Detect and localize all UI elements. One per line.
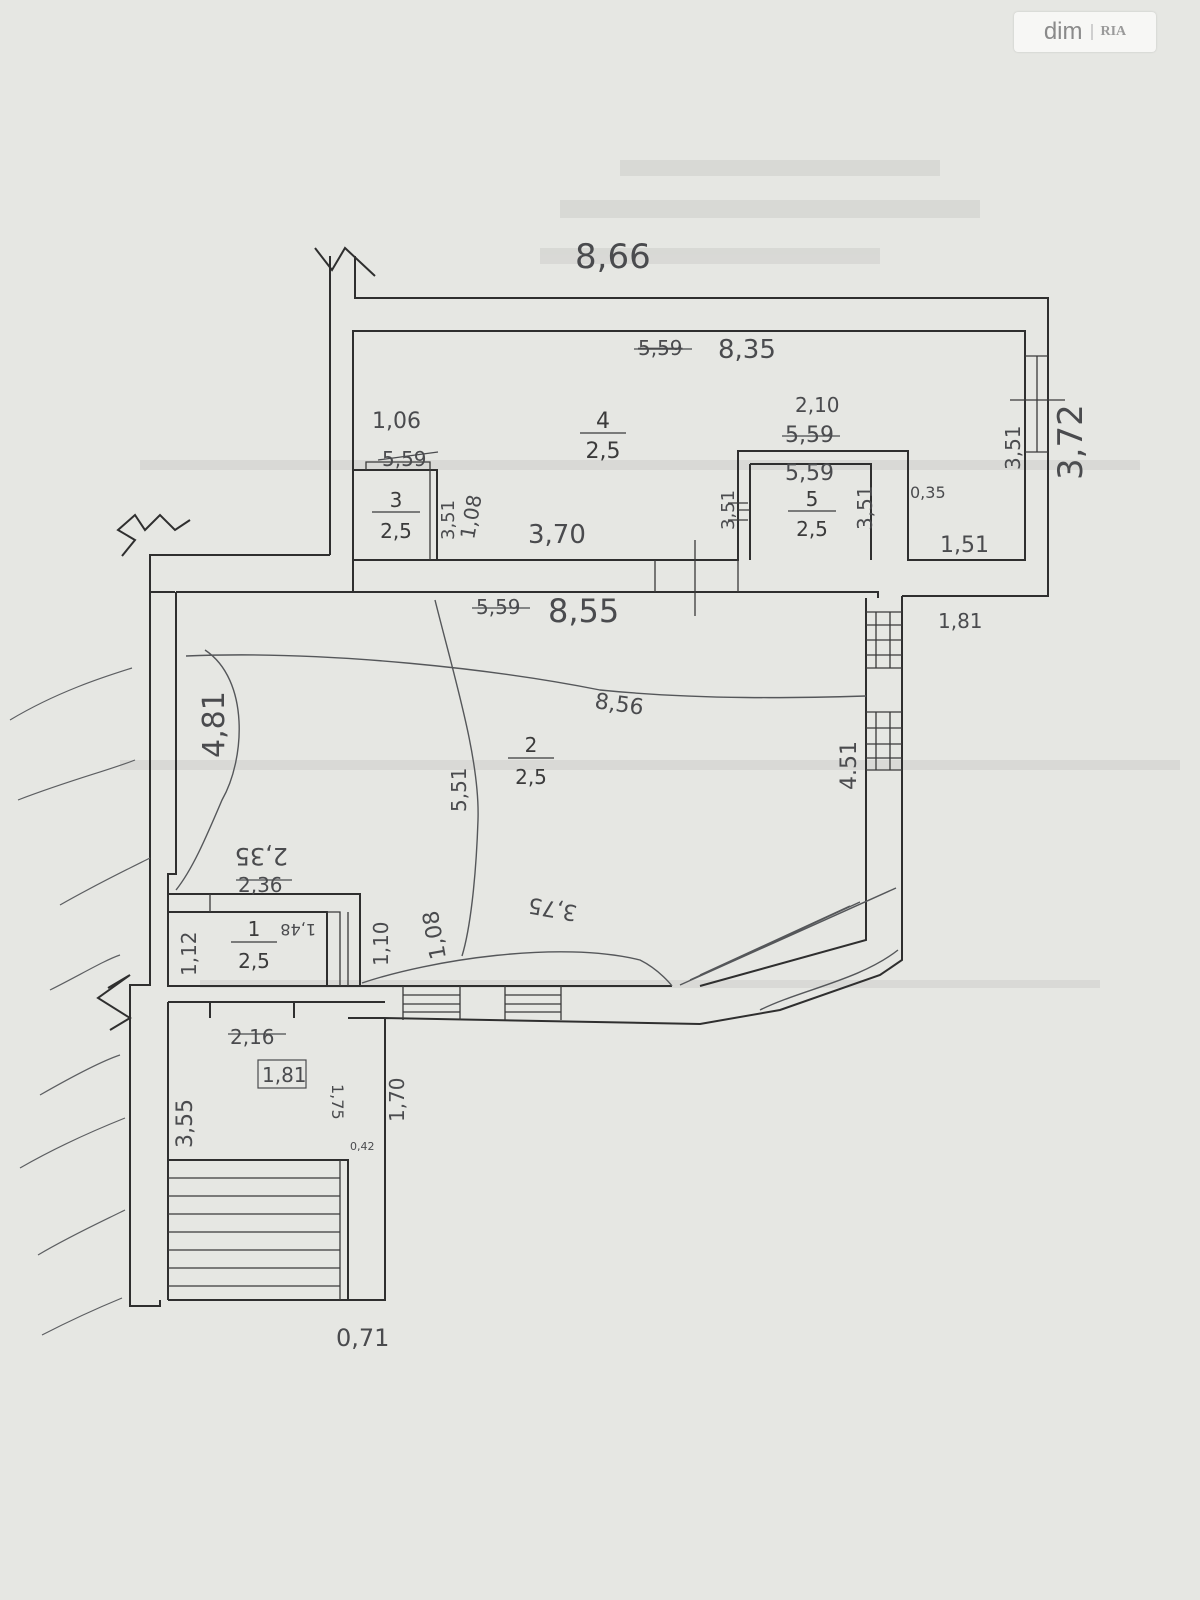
exterior-hatching <box>9 667 151 1336</box>
dim-room2-bottom-diag: 1,08 <box>419 909 452 962</box>
staircase <box>168 1160 341 1300</box>
svg-text:2,5: 2,5 <box>238 949 270 973</box>
wall-upper-inner <box>352 330 1026 561</box>
svg-text:4: 4 <box>596 409 610 434</box>
dim-room4-bottom-right: 1,51 <box>940 533 989 558</box>
dim-outer-right: 3,72 <box>1051 404 1091 480</box>
room2-window-lower <box>866 711 902 771</box>
dim-room3-right-struck: 3,51 <box>438 500 459 540</box>
dim-lower-small: 0,42 <box>350 1140 375 1153</box>
dim-room2-top-struck: 5,59 <box>476 595 521 619</box>
wall-upper-outer <box>329 256 1049 597</box>
dim-room2-bottom: 3,75 <box>526 892 579 925</box>
pencil-curve-left <box>175 649 240 891</box>
wall-room3-inner <box>365 461 431 560</box>
watermark-brand: dim <box>1043 18 1083 45</box>
pencil-curve-vertical <box>434 599 479 957</box>
room-label-4: 4 2,5 <box>580 409 626 464</box>
break-mark-left <box>96 974 132 1031</box>
dim-lower-right: 1,70 <box>385 1077 409 1122</box>
room-label-3: 3 2,5 <box>372 488 420 543</box>
dim-room4-bottom: 3,70 <box>528 520 586 550</box>
svg-text:2,5: 2,5 <box>380 519 412 543</box>
svg-text:2: 2 <box>525 733 538 757</box>
dim-room5-inner-top: 5,59 <box>785 461 834 486</box>
dim-right-outside: 1,81 <box>938 609 983 633</box>
dim-room4-top-struck: 5,59 <box>638 336 683 360</box>
dim-room4-left-top: 1,06 <box>372 409 421 434</box>
dim-room5-right: 3,51 <box>853 485 877 530</box>
dim-room1-mid: 1,48 <box>280 920 316 939</box>
svg-text:3: 3 <box>390 488 403 512</box>
door-room4 <box>654 540 739 616</box>
break-mark-mid <box>116 513 191 557</box>
wall-room3 <box>352 469 438 560</box>
dim-room1-left: 1,12 <box>177 931 201 976</box>
svg-text:2,5: 2,5 <box>515 765 547 789</box>
wall-room5 <box>749 463 872 560</box>
svg-text:2,5: 2,5 <box>796 517 828 541</box>
paper-texture <box>120 160 1180 988</box>
pencil-diagonal-right <box>679 887 897 986</box>
room-label-1: 1 2,5 <box>231 917 277 973</box>
dim-room1-top: 2,36 <box>238 873 283 897</box>
dim-room2-vertical: 5,51 <box>447 767 471 812</box>
pencil-curve-top <box>185 654 867 699</box>
dim-lower-left: 3,55 <box>173 1099 198 1148</box>
room-label-5: 5 2,5 <box>788 487 836 541</box>
pencil-curve-bottom <box>361 951 673 987</box>
wall-lower-room <box>168 1159 386 1301</box>
svg-text:5: 5 <box>806 487 819 511</box>
wall-connector <box>149 554 879 598</box>
svg-text:2,5: 2,5 <box>586 439 621 464</box>
wall-left-outer <box>129 592 161 1307</box>
room4-window <box>1010 355 1065 453</box>
dim-lower-mid: 1,81 <box>262 1063 307 1087</box>
dim-room3-right: 1,08 <box>455 493 486 541</box>
dim-room2-diag: 8,56 <box>593 689 645 721</box>
dim-room4-right: 3,51 <box>1001 425 1025 470</box>
dim-room2-lower: 2,35 <box>235 842 288 870</box>
dim-room2-left: 4,81 <box>197 691 232 758</box>
wall-room1-bottom <box>167 1001 385 1300</box>
watermark-sub: RIA <box>1090 24 1126 40</box>
dim-outer-top: 8,66 <box>575 237 651 277</box>
room-label-2: 2 2,5 <box>508 733 554 789</box>
dim-lower-right-in: 1,75 <box>328 1084 347 1120</box>
svg-text:1: 1 <box>248 917 261 941</box>
dim-room2-right: 4.51 <box>837 741 862 790</box>
dim-room5-left-struck: 3,51 <box>718 490 739 530</box>
pencil-curve-br <box>759 949 899 1011</box>
dim-lower-top: 2,16 <box>230 1025 275 1049</box>
room2-bottom-window-right <box>504 986 562 1020</box>
wall-room1-inner <box>209 894 349 986</box>
dim-room5-corner: 0,35 <box>910 483 946 502</box>
break-mark-top <box>314 246 376 277</box>
dimria-watermark-logo: dim RIA <box>1014 12 1156 52</box>
room2-bottom-window-left <box>402 986 461 1020</box>
room2-window-upper <box>866 611 902 669</box>
dim-room2-top: 8,55 <box>548 592 619 630</box>
dim-bottom: 0,71 <box>336 1324 389 1352</box>
room5-window <box>728 502 750 521</box>
dim-room1-right: 1,10 <box>369 921 393 966</box>
dim-room4-top: 8,35 <box>718 335 776 365</box>
dim-room5-label-top: 2,10 <box>795 393 840 417</box>
